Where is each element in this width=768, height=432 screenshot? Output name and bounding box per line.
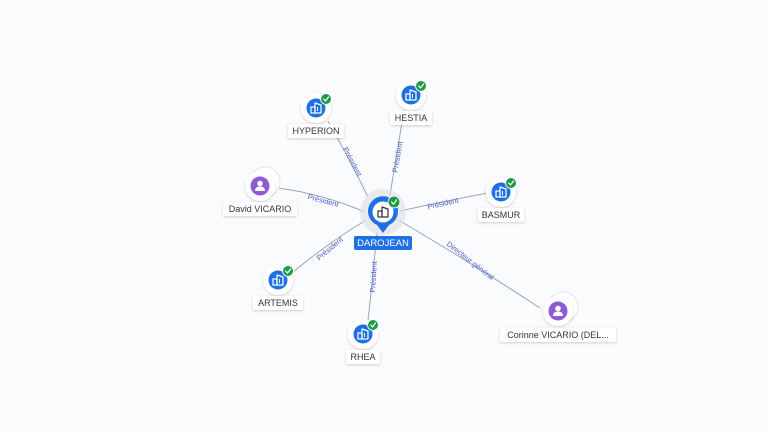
building-icon	[357, 328, 369, 340]
edge-corinne-vicario-del	[399, 220, 541, 309]
building-icon	[377, 206, 389, 218]
building-icon	[272, 274, 284, 286]
node-rhea[interactable]: RHEA	[346, 319, 380, 364]
node-label-bg	[390, 111, 432, 125]
edge-label-basmur: Président	[426, 195, 460, 211]
verified-check-icon	[282, 265, 294, 277]
node-basmur[interactable]: BASMUR	[478, 177, 524, 222]
node-label-bg	[478, 208, 524, 222]
node-label: ARTEMIS	[258, 298, 298, 308]
edge-label-david-vicario: Président	[307, 192, 341, 209]
verified-check-icon	[505, 177, 517, 189]
person-icon	[553, 305, 563, 316]
node-label: HYPERION	[292, 126, 339, 136]
node-david-vicario[interactable]: David VICARIO	[223, 166, 297, 216]
verified-check-icon	[387, 195, 401, 209]
verified-check-icon	[367, 319, 379, 331]
person-icon	[255, 180, 265, 191]
edge-label-hestia: Président	[390, 140, 405, 174]
node-label: David VICARIO	[229, 204, 292, 214]
node-hyperion[interactable]: HYPERION	[288, 93, 344, 138]
edge-label-corinne-vicario-del: Directeur général	[445, 239, 496, 282]
node-label-bg	[253, 296, 303, 310]
nodes-layer: HYPERION HESTIA David VICARIO BASMUR ARTEMIS…	[223, 80, 616, 364]
building-icon	[405, 89, 417, 101]
node-label: RHEA	[350, 352, 375, 362]
edge-artemis	[291, 219, 367, 274]
node-corinne-vicario-del[interactable]: Corinne VICARIO (DEL...	[500, 291, 616, 342]
node-hestia[interactable]: HESTIA	[390, 80, 432, 125]
node-label-bg	[500, 328, 616, 342]
edge-label-artemis: Président	[315, 234, 346, 262]
edge-label-hyperion: Président	[341, 146, 364, 179]
building-icon	[495, 186, 507, 198]
node-label-bg	[288, 124, 344, 138]
verified-check-icon	[320, 93, 332, 105]
edge-david-vicario	[276, 187, 366, 213]
edge-basmur	[399, 192, 489, 212]
center-node[interactable]: DAROJEAN	[354, 189, 412, 250]
node-artemis[interactable]: ARTEMIS	[253, 265, 303, 310]
node-label-bg	[223, 202, 297, 216]
node-label: HESTIA	[395, 113, 428, 123]
node-label-bg	[346, 350, 380, 364]
node-label: BASMUR	[482, 210, 521, 220]
center-label-bg	[354, 236, 412, 250]
node-label: Corinne VICARIO (DEL...	[507, 330, 609, 340]
verified-check-icon	[415, 80, 427, 92]
edge-label-rhea: Président	[368, 260, 379, 293]
center-label: DAROJEAN	[357, 238, 409, 249]
building-icon	[310, 102, 322, 114]
